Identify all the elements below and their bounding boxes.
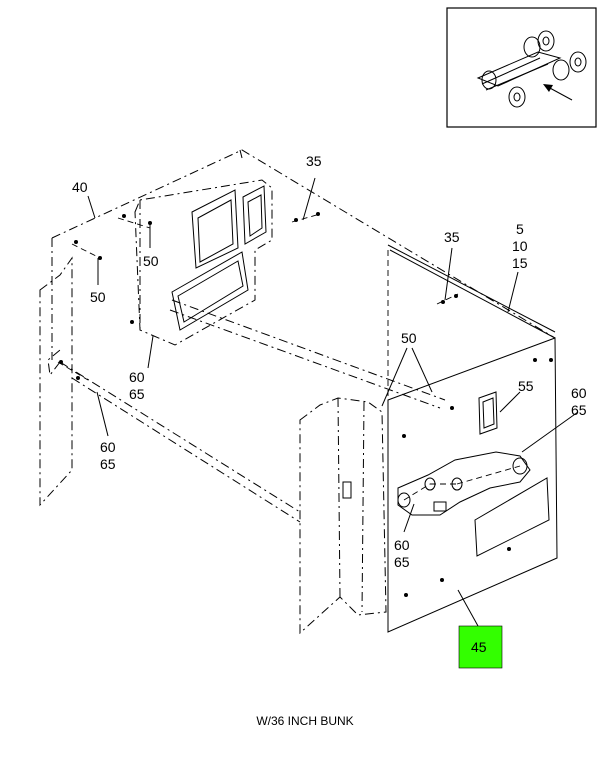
callout-60-bracket: 60 [394, 537, 410, 553]
callout-60-center: 60 [129, 369, 145, 385]
callout-50-bulkhead: 50 [143, 253, 159, 269]
callout-50-left: 50 [90, 289, 106, 305]
callout-60-left: 60 [100, 439, 116, 455]
callout-65-right: 65 [571, 402, 587, 418]
diagram-caption: W/36 INCH BUNK [256, 714, 354, 728]
callout-5: 5 [516, 221, 524, 237]
highlighted-callout-45[interactable]: 45 [458, 625, 503, 669]
callout-10: 10 [512, 238, 528, 254]
truck-chassis-locator-icon [476, 30, 587, 108]
callout-65-bracket: 65 [394, 554, 410, 570]
callout-55: 55 [518, 378, 534, 394]
front-post [299, 397, 387, 635]
callout-65-left: 65 [100, 456, 116, 472]
callout-60-right: 60 [571, 385, 587, 401]
callout-35-right: 35 [444, 229, 460, 245]
callout-40: 40 [72, 179, 88, 195]
back-bulkhead [130, 179, 273, 346]
callout-15: 15 [512, 255, 528, 271]
callout-labels: 40 35 50 50 35 5 10 15 50 55 60 65 60 65… [72, 153, 587, 570]
callout-65-center: 65 [129, 386, 145, 402]
callout-35-top: 35 [306, 153, 322, 169]
right-end-panel [387, 337, 558, 633]
inset-locator [446, 7, 597, 128]
bunk-box-assembly [39, 149, 558, 635]
leader-lines [87, 177, 579, 627]
callout-50-floor: 50 [401, 330, 417, 346]
callout-45[interactable]: 45 [471, 639, 487, 655]
